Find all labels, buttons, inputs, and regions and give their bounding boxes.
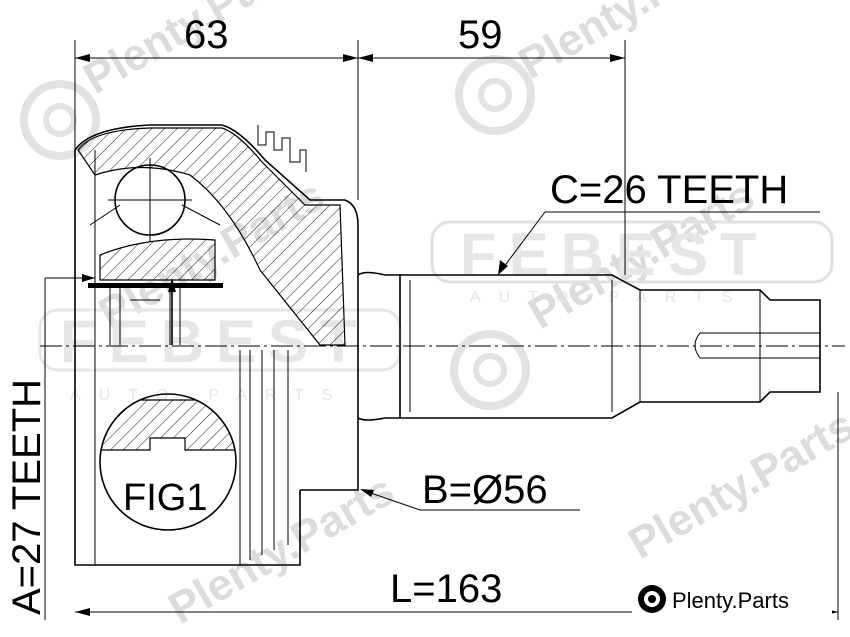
- dim-spline-inner: A=27 TEETH: [5, 379, 49, 615]
- watermark-site-text: Plenty.Parts: [621, 401, 850, 569]
- ball-cage: [88, 158, 223, 345]
- arrow-head: [168, 278, 176, 292]
- shaft: [357, 271, 821, 421]
- fig1-circle: [99, 393, 237, 531]
- inner-race: [88, 283, 223, 288]
- dim-spline-outer: C=26 TEETH: [550, 168, 788, 212]
- dim-overall-length: L=163: [390, 567, 502, 611]
- dim-shaft-length: 59: [458, 13, 503, 57]
- outer-housing: [74, 124, 359, 566]
- dimensions: 63 59 L=163 C=26 TEETH B=Ø56 A=27 TEETH: [5, 13, 839, 620]
- watermark-brand-sub: AUTO PARTS: [470, 289, 750, 306]
- watermark-brand-text: FEBEST: [460, 221, 769, 288]
- watermark-site-text: Plenty.Parts: [511, 0, 753, 89]
- logo-text: Plenty.Parts: [672, 588, 789, 613]
- watermark-brand-frame: [430, 220, 834, 284]
- watermark-disc-icon: [20, 55, 535, 410]
- dim-seal-diameter: B=Ø56: [422, 468, 548, 512]
- plenty-parts-logo: Plenty.Parts: [632, 582, 832, 616]
- fig1-label: FIG1: [123, 477, 207, 519]
- watermark-brand-sub: AUTO PARTS: [70, 387, 350, 404]
- dim-housing-length: 63: [184, 13, 229, 57]
- fig1-detail: FIG1: [99, 393, 237, 531]
- brake-disc-icon: [638, 585, 666, 613]
- watermarks: Plenty.Parts Plenty.Parts Plenty.Parts P…: [20, 0, 850, 634]
